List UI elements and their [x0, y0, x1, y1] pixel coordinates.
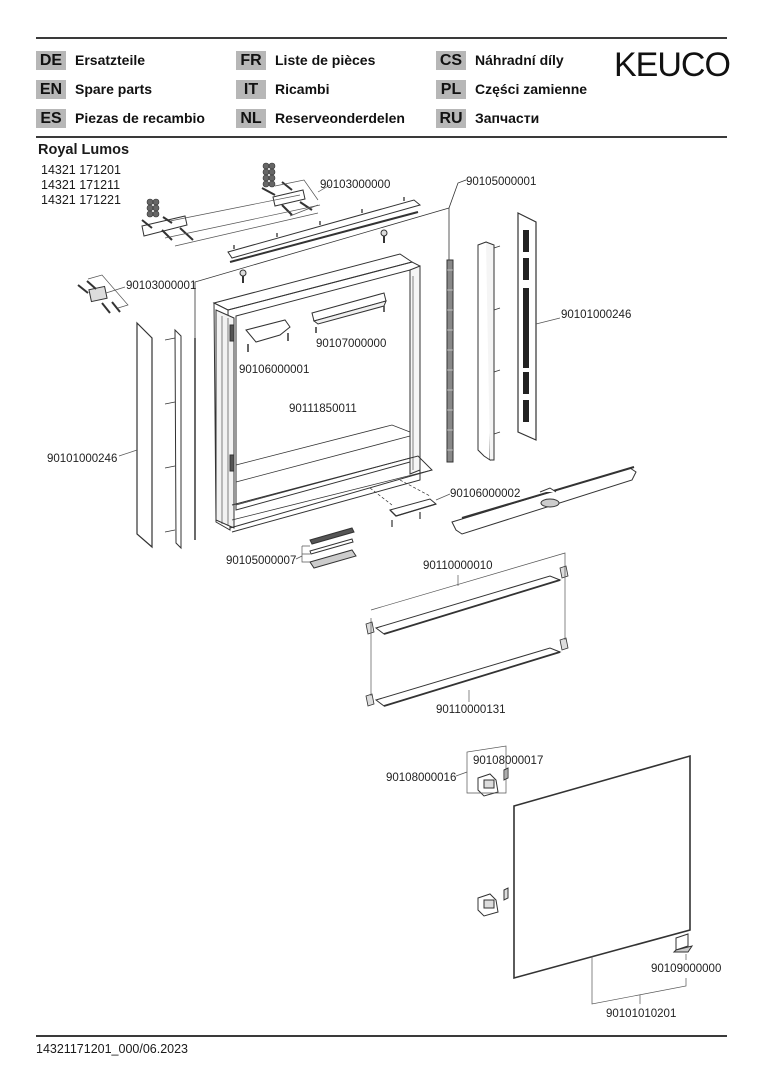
label-mirror-door: 90101010201	[606, 1008, 676, 1020]
cabinet-body	[212, 253, 433, 533]
seal-profiles	[295, 527, 357, 569]
header-bottom-rule	[36, 136, 727, 138]
upper-holder	[311, 292, 387, 333]
switch-module	[245, 319, 291, 352]
lang-code: NL	[236, 108, 266, 128]
lang-label: Reserveonderdelen	[275, 110, 405, 126]
label-led-strip: 90105000001	[466, 176, 536, 188]
left-profile	[164, 328, 182, 550]
side-panel-right	[517, 212, 537, 441]
document-id: 14321171201_000/06.2023	[36, 1042, 189, 1056]
lang-label: Części zamienne	[475, 81, 588, 97]
lang-row-de: DE Ersatzteile	[36, 50, 145, 70]
product-name: Royal Lumos	[38, 142, 130, 158]
hinge-upper	[477, 767, 509, 797]
label-glass-shelf-lower: 90110000131	[436, 704, 506, 716]
lang-row-it: IT Ricambi	[236, 79, 329, 99]
label-cabinet-body: 90111850011	[289, 403, 357, 415]
lang-row-en: EN Spare parts	[36, 79, 152, 99]
lang-row-es: ES Piezas de recambio	[36, 108, 205, 128]
mirror-door	[513, 754, 691, 980]
article-number: 14321 171201	[41, 163, 121, 177]
lang-code: FR	[236, 50, 266, 70]
cap-screw	[239, 229, 388, 283]
lang-code: DE	[36, 50, 66, 70]
label-sensor-module: 90106000002	[450, 488, 520, 500]
lang-label: Piezas de recambio	[75, 110, 205, 126]
lang-row-pl: PL Części zamienne	[436, 79, 587, 99]
lang-label: Ersatzteile	[75, 52, 146, 68]
brand-logo: KEUCO	[614, 46, 731, 84]
lang-row-fr: FR Liste de pièces	[236, 50, 375, 70]
wall-bracket-left	[141, 198, 194, 241]
lower-light-bar	[451, 466, 637, 535]
label-hinge: 90108000016	[386, 772, 456, 784]
wall-bracket-right	[261, 162, 313, 216]
lang-code: CS	[436, 50, 466, 70]
lang-code: RU	[436, 108, 466, 128]
lang-label: Запчасти	[475, 110, 540, 126]
label-glass-shelf-upper: 90110000010	[423, 560, 493, 572]
label-mounting-set: 90103000001	[126, 280, 196, 292]
lang-code: IT	[236, 79, 266, 99]
article-number: 14321 171211	[41, 178, 121, 192]
label-side-panel-left: 90101000246	[47, 453, 117, 465]
header-top-rule	[36, 37, 727, 39]
label-upper-holder: 90107000000	[316, 338, 386, 350]
lang-label: Liste de pièces	[275, 52, 376, 68]
label-side-panel-right: 90101000246	[561, 309, 631, 321]
label-hinge-cover: 90108000017	[473, 755, 543, 767]
article-number: 14321 171221	[41, 193, 121, 207]
label-handle: 90109000000	[651, 963, 721, 975]
glass-shelf-lower	[374, 647, 562, 707]
lang-code: PL	[436, 79, 466, 99]
label-switch-module: 90106000001	[239, 364, 309, 376]
lang-row-nl: NL Reserveonderdelen	[236, 108, 405, 128]
top-rail	[227, 197, 422, 263]
side-panel-left	[136, 321, 153, 549]
lang-label: Spare parts	[75, 81, 153, 97]
label-seal-profiles: 90105000007	[226, 555, 296, 567]
sensor-module	[369, 479, 451, 527]
lang-code: EN	[36, 79, 66, 99]
shelf-supports	[365, 565, 569, 707]
footer-rule	[36, 1035, 727, 1037]
lang-row-cs: CS Náhradní díly	[436, 50, 564, 70]
hinge-lower	[477, 887, 509, 917]
lang-label: Ricambi	[275, 81, 330, 97]
lang-code: ES	[36, 108, 66, 128]
label-wall-bracket-set: 90103000000	[320, 179, 390, 191]
handle	[672, 933, 694, 953]
lang-label: Náhradní díly	[475, 52, 564, 68]
lang-row-ru: RU Запчасти	[436, 108, 539, 128]
glass-shelf-upper	[374, 575, 562, 635]
mounting-set-bracket	[77, 274, 129, 314]
right-profile	[477, 241, 501, 461]
